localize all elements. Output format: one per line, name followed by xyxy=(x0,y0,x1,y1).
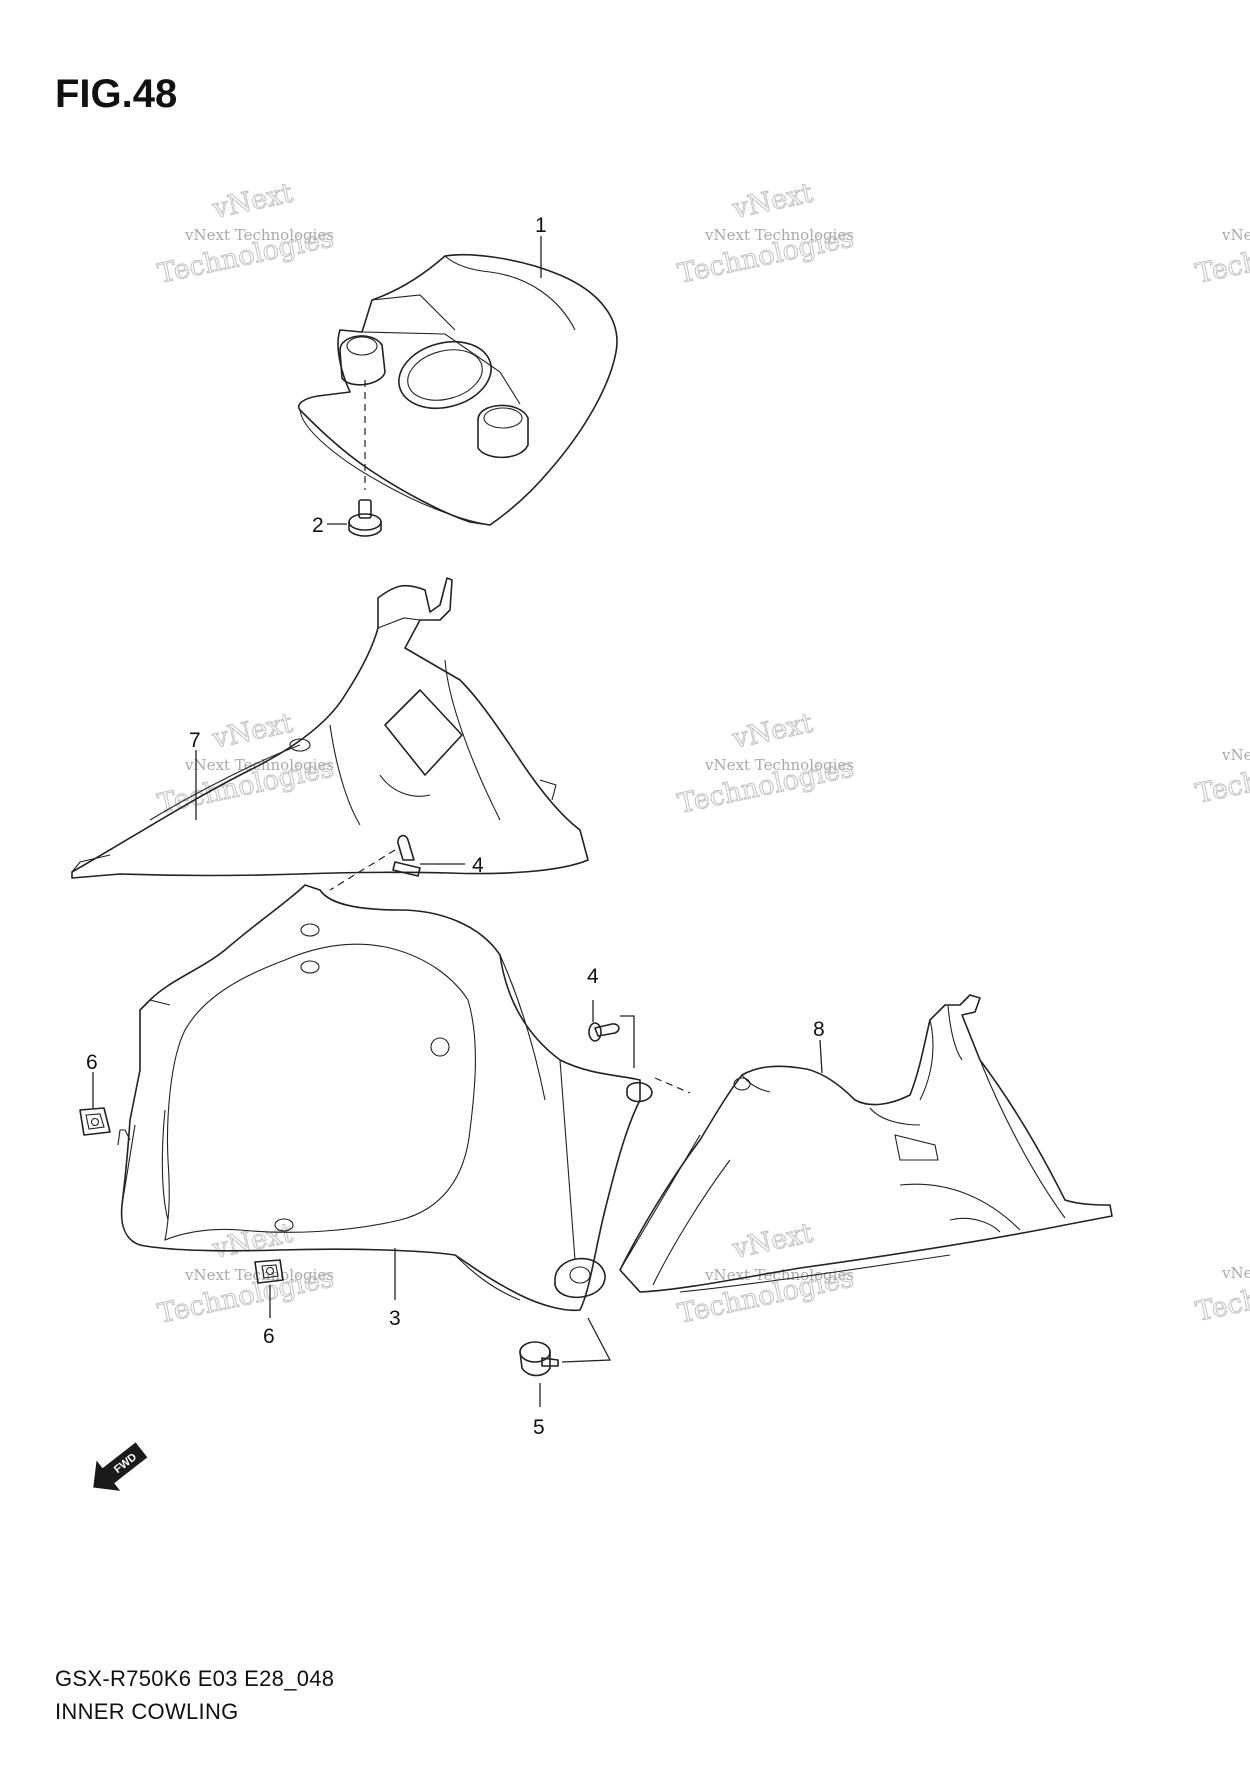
part-8-right-panel xyxy=(619,994,1113,1293)
part-4-clip-middle xyxy=(588,1015,691,1094)
watermark-text: vNext Technologies xyxy=(184,1266,334,1284)
watermark-text: vNext Technologies xyxy=(704,756,854,774)
figure-title: FIG.48 xyxy=(55,72,178,116)
watermark-text: vNext Technologies xyxy=(704,1266,854,1284)
part-1-inner-cover xyxy=(298,254,618,526)
callout-3: 3 xyxy=(389,1307,401,1330)
callout-5: 5 xyxy=(533,1416,545,1439)
watermark-text-clipped: vNext xyxy=(1221,226,1250,244)
part-3-inner-cowling xyxy=(117,884,653,1312)
callout-1: 1 xyxy=(535,214,547,237)
watermark-text-clipped: vNext xyxy=(1221,746,1250,764)
part-6-clip-nut-bottom xyxy=(254,1259,284,1284)
callout-4-middle: 4 xyxy=(587,965,599,988)
part-6-clip-nut-left xyxy=(79,1107,111,1136)
watermark-text-clipped: vNext xyxy=(1221,1264,1250,1282)
part-5-grommet xyxy=(519,1317,612,1377)
model-code: GSX-R750K6 E03 E28_048 xyxy=(55,1666,335,1691)
watermark-brand: vNext xyxy=(209,1218,296,1265)
callout-7: 7 xyxy=(189,729,201,752)
leader-lines xyxy=(92,236,823,1407)
callout-8: 8 xyxy=(813,1018,825,1041)
watermark-right-edge-3: vNext Technologies xyxy=(1193,1260,1250,1328)
watermark-text: vNext Technologies xyxy=(184,226,334,244)
watermark-brand: vNext xyxy=(729,178,816,225)
watermark-brand: vNext xyxy=(209,708,296,755)
watermark-mid-mid: vNext vNext Technologies Technologies xyxy=(675,707,857,820)
watermark-brand: vNext xyxy=(729,708,816,755)
watermark-brand: vNext xyxy=(209,178,296,225)
part-group-name: INNER COWLING xyxy=(55,1699,239,1724)
callout-4-upper: 4 xyxy=(472,854,484,877)
watermark-top-left: vNext vNext Technologies Technologies xyxy=(155,177,337,290)
watermark-group: vNext vNext Technologies Technologies vN… xyxy=(155,177,1250,1330)
fwd-arrow-icon: FWD xyxy=(93,1442,148,1491)
watermark-mid-left: vNext vNext Technologies Technologies xyxy=(155,707,337,820)
callout-2: 2 xyxy=(312,514,324,537)
part-4-clip-upper xyxy=(329,834,421,891)
part-7-upper-panel xyxy=(71,577,589,879)
watermark-top-mid: vNext vNext Technologies Technologies xyxy=(675,177,857,290)
callout-6-bottom: 6 xyxy=(263,1325,275,1348)
watermark-right-edge-1: vNext Technologies xyxy=(1193,222,1250,290)
callout-6-left: 6 xyxy=(86,1051,98,1074)
leader-8 xyxy=(819,1039,823,1074)
watermark-right-edge-2: vNext Technologies xyxy=(1193,742,1250,810)
part-2-bolt xyxy=(348,499,382,537)
watermark-text: vNext Technologies xyxy=(704,226,854,244)
watermark-brand: vNext xyxy=(729,1218,816,1265)
callout-numbers: 1 2 3 4 4 5 6 6 7 8 xyxy=(86,214,825,1439)
